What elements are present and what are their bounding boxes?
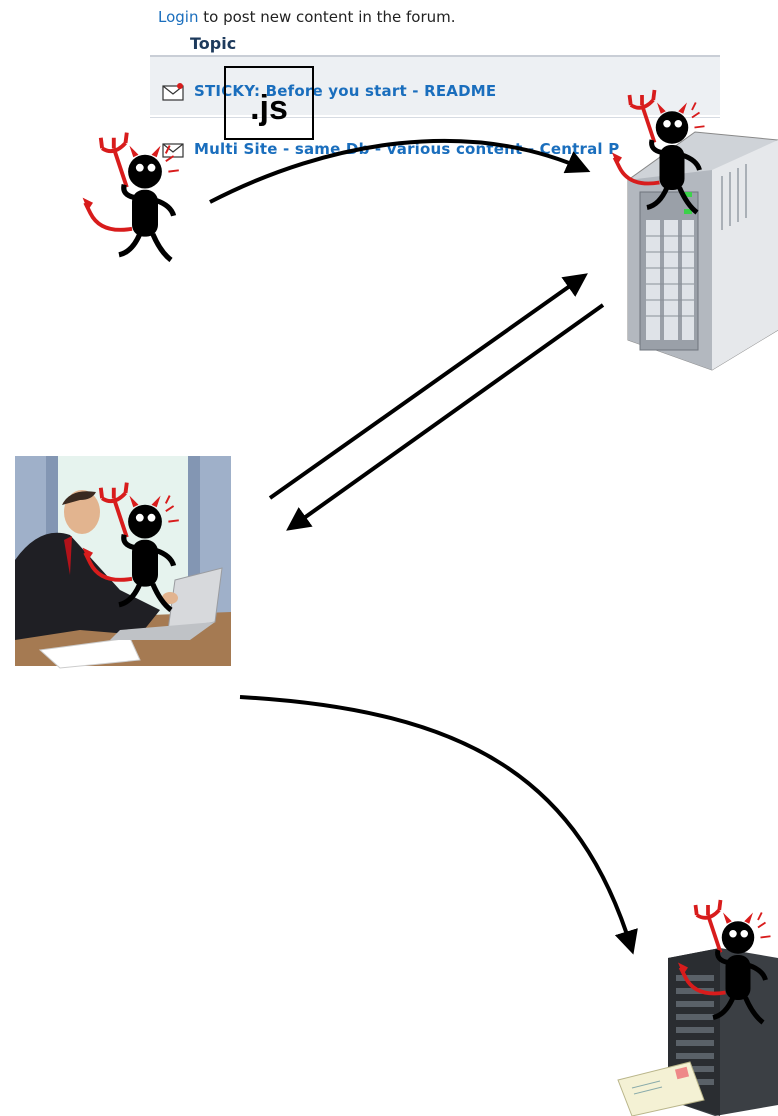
arrow-server-to-victim [290, 305, 603, 528]
js-label: .js [250, 89, 288, 127]
businessman-laptop [15, 456, 231, 668]
letter-envelope [618, 1062, 704, 1116]
attacker-devil [83, 133, 179, 260]
server-tower [628, 132, 778, 370]
arrow-victim-to-server [270, 276, 584, 498]
arrow-attacker-to-server [210, 141, 586, 202]
js-script-box: .js [224, 66, 314, 140]
arrow-victim-to-mailserver [240, 697, 632, 950]
